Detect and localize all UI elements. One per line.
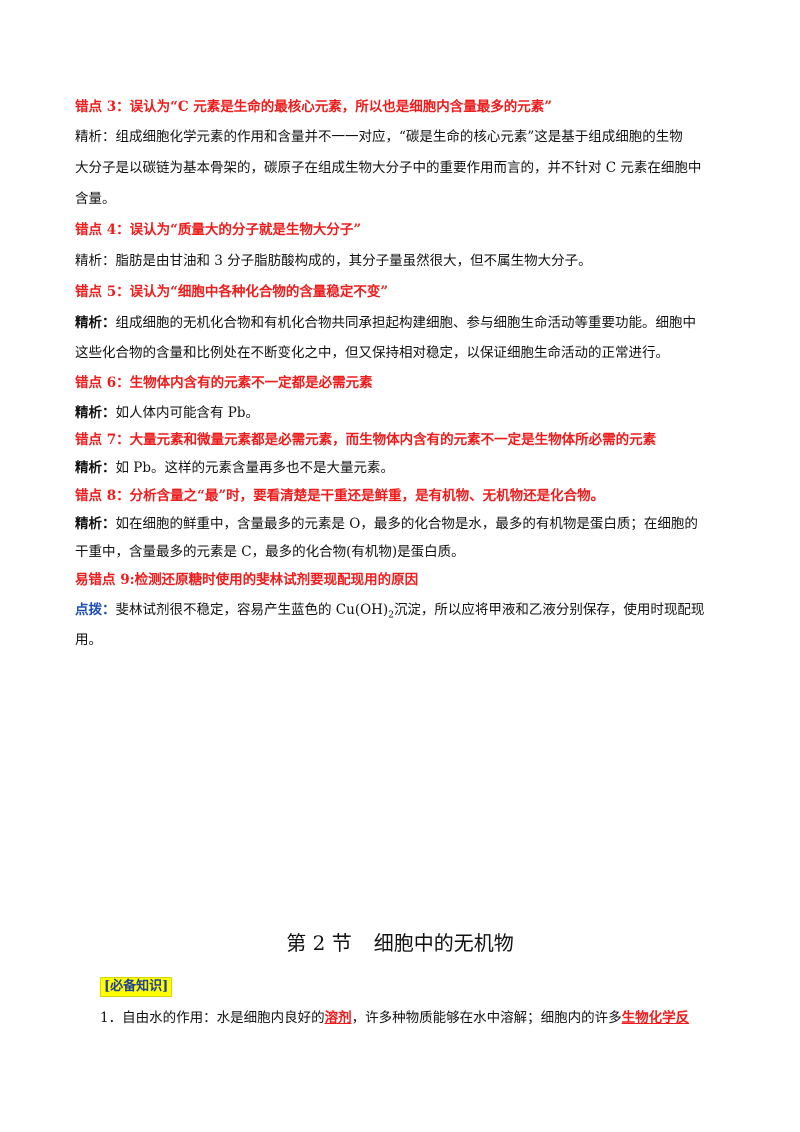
error-point-6-heading: 错点 6：生物体内含有的元素不一定都是必需元素 [75, 375, 373, 391]
error-point-9-heading: 易错点 9:检测还原糖时使用的斐林试剂要现配现用的原因 [75, 572, 419, 588]
error-point-5-analysis: 精析：组成细胞的无机化合物和有机化合物共同承担起构建细胞、参与细胞生命活动等重要… [75, 315, 696, 331]
error-point-5-heading: 错点 5：误认为“细胞中各种化合物的含量稳定不变” [75, 284, 389, 300]
error-point-7-heading: 错点 7：大量元素和微量元素都是必需元素，而生物体内含有的元素不一定是生物体所必… [75, 432, 657, 448]
error-point-8-analysis-line: 干重中，含量最多的元素是 C，最多的化合物(有机物)是蛋白质。 [75, 544, 465, 560]
error-point-3-analysis-line: 大分子是以碳链为基本骨架的，碳原子在组成生物大分子中的重要作用而言的，并不针对 … [75, 160, 702, 176]
error-point-9-tip: 点拨：斐林试剂很不稳定，容易产生蓝色的 Cu(OH)2沉淀，所以应将甲液和乙液分… [75, 602, 705, 621]
error-point-7-analysis: 精析：如 Pb。这样的元素含量再多也不是大量元素。 [75, 460, 395, 476]
error-point-8-analysis: 精析：如在细胞的鲜重中，含量最多的元素是 O，最多的化合物是水，最多的有机物是蛋… [75, 516, 698, 532]
error-point-3-heading: 错点 3：误认为“C 元素是生命的最核心元素，所以也是细胞内含量最多的元素” [75, 99, 553, 115]
error-point-9-tip-line: 用。 [75, 632, 102, 648]
error-point-6-analysis: 精析：如人体内可能含有 Pb。 [75, 405, 260, 421]
error-point-3-analysis-line: 含量。 [75, 191, 116, 207]
tip-label: 点拨： [75, 602, 116, 618]
section-title: 第 2 节细胞中的无机物 [286, 931, 514, 955]
required-knowledge-label: [必备知识] [100, 977, 173, 997]
error-point-4-heading: 错点 4：误认为“质量大的分子就是生物大分子” [75, 222, 362, 238]
error-point-5-analysis-line: 这些化合物的含量和比例处在不断变化之中，但又保持相对稳定，以保证细胞生命活动的正… [75, 345, 669, 361]
error-point-3-analysis: 精析：组成细胞化学元素的作用和含量并不一一对应，“碳是生命的核心元素”这是基于组… [75, 129, 683, 145]
knowledge-point-1: 1．自由水的作用：水是细胞内良好的溶剂，许多种物质能够在水中溶解；细胞内的许多生… [100, 1010, 690, 1026]
error-point-8-heading: 错点 8：分析含量之“最”时，要看清楚是干重还是鲜重，是有机物、无机物还是化合物… [75, 488, 605, 504]
error-point-4-analysis: 精析：脂肪是由甘油和 3 分子脂肪酸构成的，其分子量虽然很大，但不属生物大分子。 [75, 253, 592, 269]
